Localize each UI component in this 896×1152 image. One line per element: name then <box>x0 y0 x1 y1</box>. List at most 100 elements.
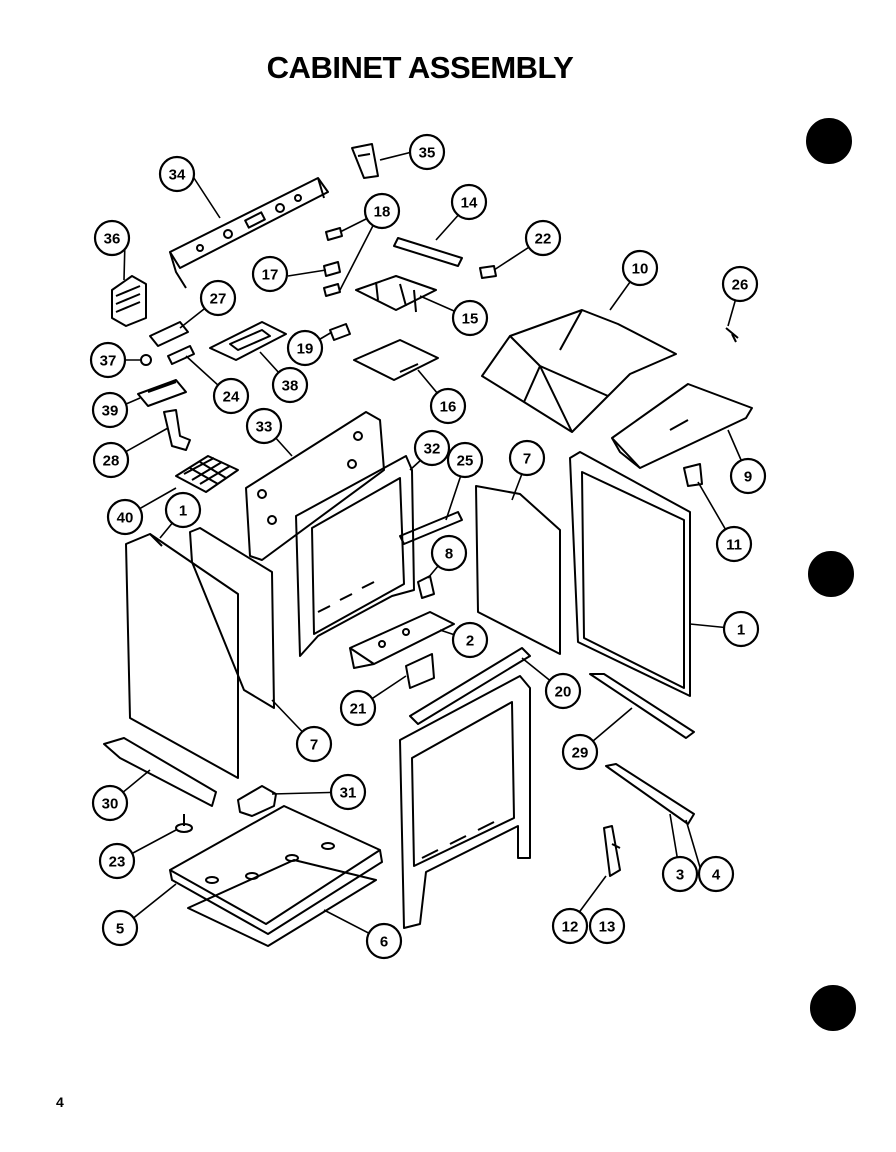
callout-c27: 27 <box>199 279 237 317</box>
callout-label: 10 <box>632 261 649 278</box>
callout-c1a: 1 <box>164 491 202 529</box>
callout-label: 33 <box>256 419 273 436</box>
callout-c22: 22 <box>524 219 562 257</box>
binder-hole-top <box>806 118 852 164</box>
callout-c25: 25 <box>446 441 484 479</box>
callout-circle <box>245 407 283 445</box>
callout-c38: 38 <box>271 366 309 404</box>
callout-circle <box>106 498 144 536</box>
callout-circle <box>722 610 760 648</box>
callout-c16: 16 <box>429 387 467 425</box>
callout-circle <box>588 907 626 945</box>
callout-label: 4 <box>712 867 721 884</box>
callout-circle <box>158 155 196 193</box>
callout-label: 19 <box>297 341 314 358</box>
callout-label: 29 <box>572 745 589 762</box>
callout-circle <box>451 299 489 337</box>
callout-circle <box>295 725 333 763</box>
callout-label: 36 <box>104 231 121 248</box>
part-strip-20 <box>409 647 531 725</box>
callout-circle <box>551 907 589 945</box>
part-grid-40 <box>175 455 239 493</box>
callout-c14: 14 <box>450 183 488 221</box>
callout-c8: 8 <box>430 534 468 572</box>
callout-c9: 9 <box>729 457 767 495</box>
part-side-1-left <box>125 533 239 779</box>
part-bottom-5 <box>169 805 383 935</box>
callout-label: 34 <box>169 167 186 184</box>
callout-circle <box>365 922 403 960</box>
callout-label: 22 <box>535 231 552 248</box>
part-clip-8 <box>417 575 435 599</box>
part-bracket-35 <box>351 143 379 179</box>
callout-label: 5 <box>116 921 124 938</box>
callout-circle <box>98 842 136 880</box>
part-rail-29 <box>589 673 695 739</box>
callout-circle <box>446 441 484 479</box>
callout-label: 3 <box>676 867 684 884</box>
callout-c18: 18 <box>363 192 401 230</box>
callout-c36: 36 <box>93 219 131 257</box>
callout-label: 7 <box>310 737 318 754</box>
callout-label: 16 <box>440 399 457 416</box>
callout-c3: 3 <box>661 855 699 893</box>
callout-label: 28 <box>103 453 120 470</box>
callout-label: 30 <box>102 796 119 813</box>
callout-circle <box>508 439 546 477</box>
callout-circle <box>91 784 129 822</box>
part-bracket-21 <box>405 653 435 689</box>
callout-circle <box>413 429 451 467</box>
callout-circle <box>408 133 446 171</box>
callout-label: 9 <box>744 469 752 486</box>
callout-label: 39 <box>102 403 119 420</box>
part-bar-25 <box>399 511 463 545</box>
part-top-10 <box>481 309 677 433</box>
part-side-panel-7-right <box>475 485 561 655</box>
callout-c1b: 1 <box>722 610 760 648</box>
part-bracket-2 <box>349 611 455 669</box>
callout-circle <box>544 672 582 710</box>
part-plate-39 <box>137 379 187 407</box>
callout-circle <box>329 773 367 811</box>
part-front-frame <box>399 675 531 929</box>
part-module-15 <box>355 275 437 313</box>
callout-circle <box>271 366 309 404</box>
part-strip-14 <box>393 237 463 267</box>
callout-label: 24 <box>223 389 240 406</box>
callout-label: 40 <box>117 510 134 527</box>
callout-c13: 13 <box>588 907 626 945</box>
callout-circle <box>721 265 759 303</box>
part-bracket-28 <box>163 409 191 451</box>
part-vent-36 <box>111 275 147 327</box>
page-title: CABINET ASSEMBLY <box>266 50 574 85</box>
callout-label: 21 <box>350 701 367 718</box>
callout-label: 14 <box>461 195 478 212</box>
callout-c24: 24 <box>212 377 250 415</box>
callout-circle <box>621 249 659 287</box>
callout-circle <box>89 341 127 379</box>
callout-label: 1 <box>179 503 187 520</box>
callout-label: 1 <box>737 622 745 639</box>
callout-c2: 2 <box>451 621 489 659</box>
part-shelf-9 <box>611 383 753 469</box>
callout-circle <box>661 855 699 893</box>
part-bracket-12-13 <box>603 825 621 877</box>
part-rail-3-4 <box>605 763 695 825</box>
part-side-panel-7-left <box>189 527 275 709</box>
callout-c10: 10 <box>621 249 659 287</box>
part-plate-38 <box>209 321 287 361</box>
callout-circle <box>451 621 489 659</box>
part-tab-27 <box>149 321 189 347</box>
callout-circle <box>93 219 131 257</box>
callout-label: 35 <box>419 145 436 162</box>
part-foot-23 <box>175 814 193 833</box>
callout-c5: 5 <box>101 909 139 947</box>
callout-circle <box>430 534 468 572</box>
callout-c19: 19 <box>286 329 324 367</box>
callout-c7a: 7 <box>508 439 546 477</box>
callout-c40: 40 <box>106 498 144 536</box>
callout-label: 20 <box>555 684 572 701</box>
part-clip-19 <box>329 323 351 341</box>
callout-c35: 35 <box>408 133 446 171</box>
